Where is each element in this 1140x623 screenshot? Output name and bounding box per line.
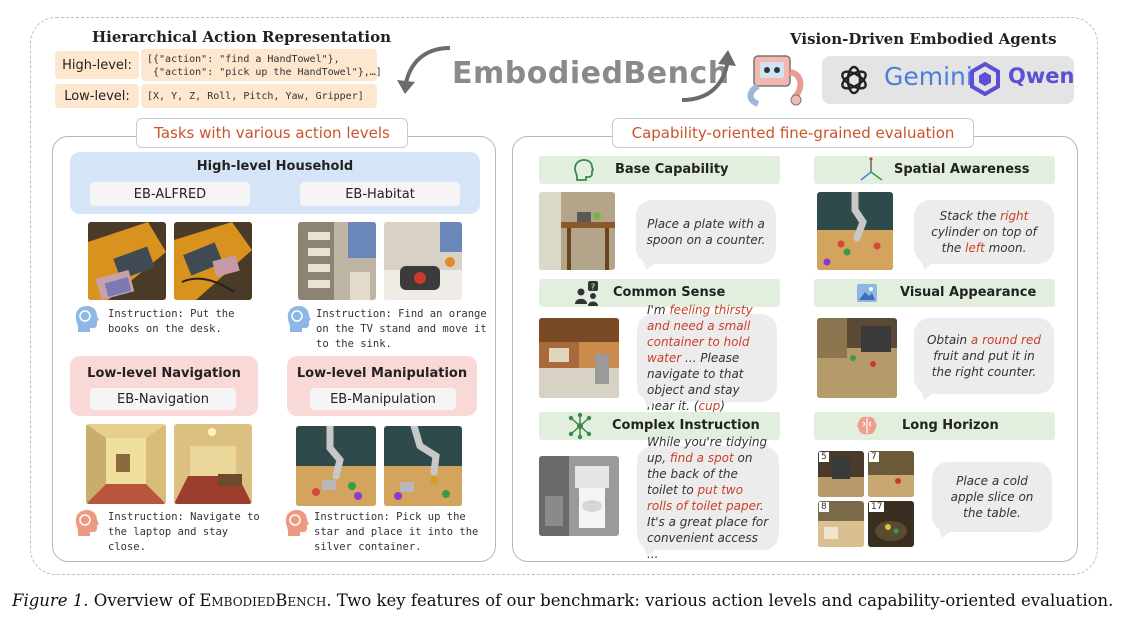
instruction-4: Instruction: Pick up the star and place … bbox=[314, 511, 479, 553]
robot-agent-icon bbox=[747, 55, 804, 107]
brain-head-icon bbox=[75, 306, 99, 332]
long-horizon-label: Long Horizon bbox=[902, 418, 999, 433]
figure-frame bbox=[30, 17, 1098, 575]
curved-arrow-right-icon bbox=[681, 50, 736, 102]
frame-number: 17 bbox=[869, 502, 885, 512]
visual-appearance-image bbox=[817, 318, 897, 398]
high-level-code: [{"action": "find a HandTowel"}, {"actio… bbox=[141, 49, 382, 81]
frame-number: 5 bbox=[819, 452, 829, 462]
base-capability-label: Base Capability bbox=[615, 162, 729, 177]
qwen-icon bbox=[970, 62, 1000, 96]
nav-title: Low-level Navigation bbox=[87, 366, 241, 381]
instruction-2: Instruction: Find an orange on the TV st… bbox=[316, 308, 487, 350]
common-sense-label: Common Sense bbox=[613, 285, 726, 300]
frame-number: 8 bbox=[819, 502, 829, 512]
visual-appearance-bubble: Obtain a round red fruit and put it in t… bbox=[914, 318, 1054, 394]
long-horizon-bubble: Place a cold apple slice on the table. bbox=[932, 462, 1052, 532]
eb-alfred-chip: EB-ALFRED bbox=[90, 182, 250, 206]
right-panel-title: Capability-oriented fine-grained evaluat… bbox=[612, 118, 974, 148]
common-sense-image bbox=[539, 318, 619, 398]
manipulation-scene-image-1 bbox=[296, 426, 376, 506]
svg-text:?: ? bbox=[591, 283, 595, 292]
alfred-scene-image-2 bbox=[174, 222, 252, 300]
instruction-1: Instruction: Put the books on the desk. bbox=[108, 308, 235, 335]
spatial-awareness-bar bbox=[814, 156, 1055, 184]
network-icon bbox=[568, 412, 592, 440]
figure-caption: Figure 1. Overview of EmbodiedBench. Two… bbox=[12, 591, 1114, 610]
complex-instruction-bubble: While you're tidying up, find a spot on … bbox=[637, 435, 779, 561]
long-horizon-frame-1 bbox=[818, 451, 864, 497]
navigation-scene-image-2 bbox=[174, 424, 252, 504]
eb-habitat-chip: EB-Habitat bbox=[300, 182, 460, 206]
brain-head-icon bbox=[75, 510, 99, 536]
long-horizon-frame-2 bbox=[868, 451, 914, 497]
common-sense-bubble: I'm feeling thirsty and need a small con… bbox=[637, 303, 777, 413]
openai-icon bbox=[841, 65, 867, 95]
hierarchy-title: Hierarchical Action Representation bbox=[92, 28, 392, 46]
alfred-scene-image-1 bbox=[88, 222, 166, 300]
navigation-scene-image-1 bbox=[86, 424, 166, 504]
habitat-scene-image-1 bbox=[298, 222, 376, 300]
instruction-3: Instruction: Navigate to the laptop and … bbox=[108, 511, 260, 553]
image-icon bbox=[857, 284, 877, 302]
high-household-title: High-level Household bbox=[196, 159, 354, 174]
agents-title: Vision-Driven Embodied Agents bbox=[790, 30, 1057, 48]
visual-appearance-bar bbox=[814, 279, 1055, 307]
spatial-awareness-label: Spatial Awareness bbox=[894, 162, 1030, 177]
person-question-icon: ? bbox=[575, 281, 598, 306]
gemini-icon: Gemini bbox=[884, 62, 973, 91]
brain-icon bbox=[857, 416, 877, 435]
brain-head-icon bbox=[285, 510, 309, 536]
frame-number: 7 bbox=[869, 452, 879, 462]
low-level-code: [X, Y, Z, Roll, Pitch, Yaw, Gripper] bbox=[141, 84, 377, 108]
complex-instruction-label: Complex Instruction bbox=[612, 418, 760, 433]
habitat-scene-image-2 bbox=[384, 222, 462, 300]
manipulation-scene-image-2 bbox=[384, 426, 462, 506]
brain-head-icon bbox=[574, 159, 595, 181]
long-horizon-bar bbox=[814, 412, 1055, 440]
spatial-awareness-bubble: Stack the right cylinder on top of the l… bbox=[914, 200, 1054, 264]
axes-icon bbox=[860, 157, 883, 181]
visual-appearance-label: Visual Appearance bbox=[900, 285, 1037, 300]
complex-instruction-image bbox=[539, 456, 619, 536]
base-capability-bubble: Place a plate with a spoon on a counter. bbox=[636, 200, 776, 264]
left-panel-title: Tasks with various action levels bbox=[136, 118, 408, 148]
brain-head-icon bbox=[287, 306, 311, 332]
eb-manipulation-chip: EB-Manipulation bbox=[310, 388, 456, 410]
eb-navigation-chip: EB-Navigation bbox=[90, 388, 236, 410]
spatial-awareness-image bbox=[817, 192, 893, 270]
qwen-label: Qwen bbox=[1008, 64, 1075, 88]
base-capability-image bbox=[539, 192, 615, 270]
high-level-label: High-level: bbox=[55, 51, 139, 79]
embodiedbench-logo: EmbodiedBench bbox=[452, 56, 730, 91]
curved-arrow-left-icon bbox=[397, 46, 451, 94]
manip-title: Low-level Manipulation bbox=[296, 366, 468, 381]
low-level-label: Low-level: bbox=[55, 84, 139, 108]
